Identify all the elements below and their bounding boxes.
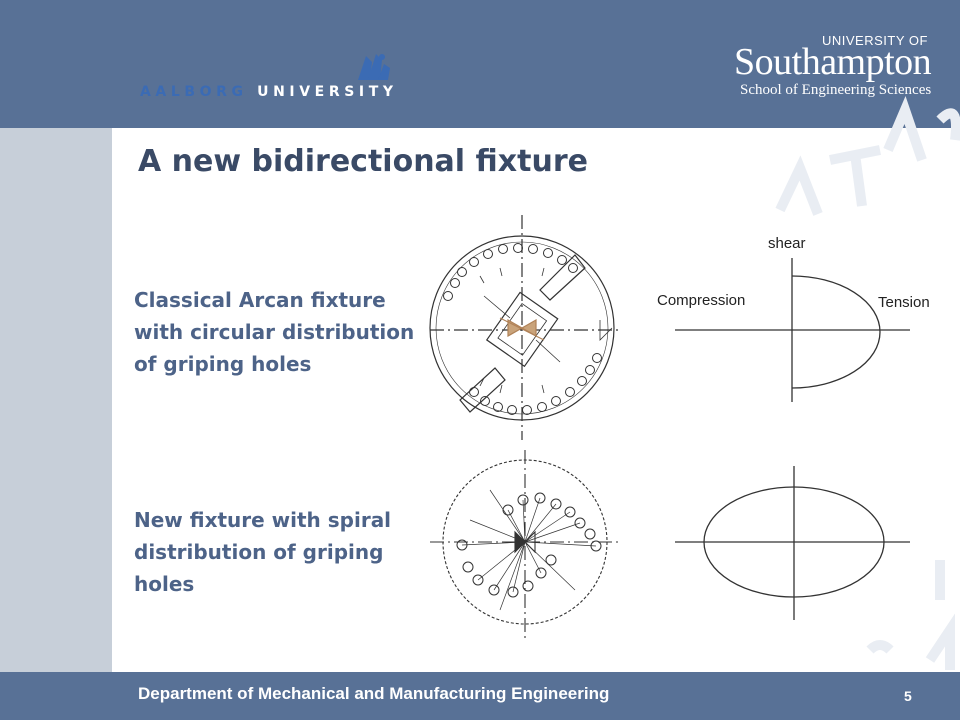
footer-bar — [0, 672, 960, 720]
slide-title: A new bidirectional fixture — [138, 144, 588, 179]
aalborg-university: UNIVERSITY — [257, 84, 398, 100]
envelope-new — [675, 466, 910, 620]
aalborg-name: AALBORG — [140, 84, 248, 100]
compression-label: Compression — [657, 292, 746, 309]
aalborg-bird-logo-icon — [358, 54, 390, 80]
new-fixture-text: New fixture with spiral distribution of … — [134, 508, 392, 596]
department-name: Department of Mechanical and Manufacturi… — [138, 684, 610, 703]
tension-label: Tension — [878, 294, 930, 311]
page-number: 5 — [904, 688, 912, 704]
southampton-wordmark: Southampton — [734, 41, 932, 83]
arcan-fixture-diagram — [429, 215, 620, 440]
shear-label: shear — [768, 235, 806, 252]
left-strip — [0, 128, 112, 672]
southampton-university-of: UNIVERSITY OF — [822, 33, 928, 48]
spiral-fixture-diagram — [430, 450, 620, 640]
envelope-classical — [675, 258, 910, 402]
header-bar — [0, 0, 960, 128]
school-name: School of Engineering Sciences — [740, 82, 932, 98]
aalborg-wordmark: AALBORG UNIVERSITY — [140, 84, 398, 100]
classical-fixture-text: Classical Arcan fixture with circular di… — [134, 288, 415, 376]
